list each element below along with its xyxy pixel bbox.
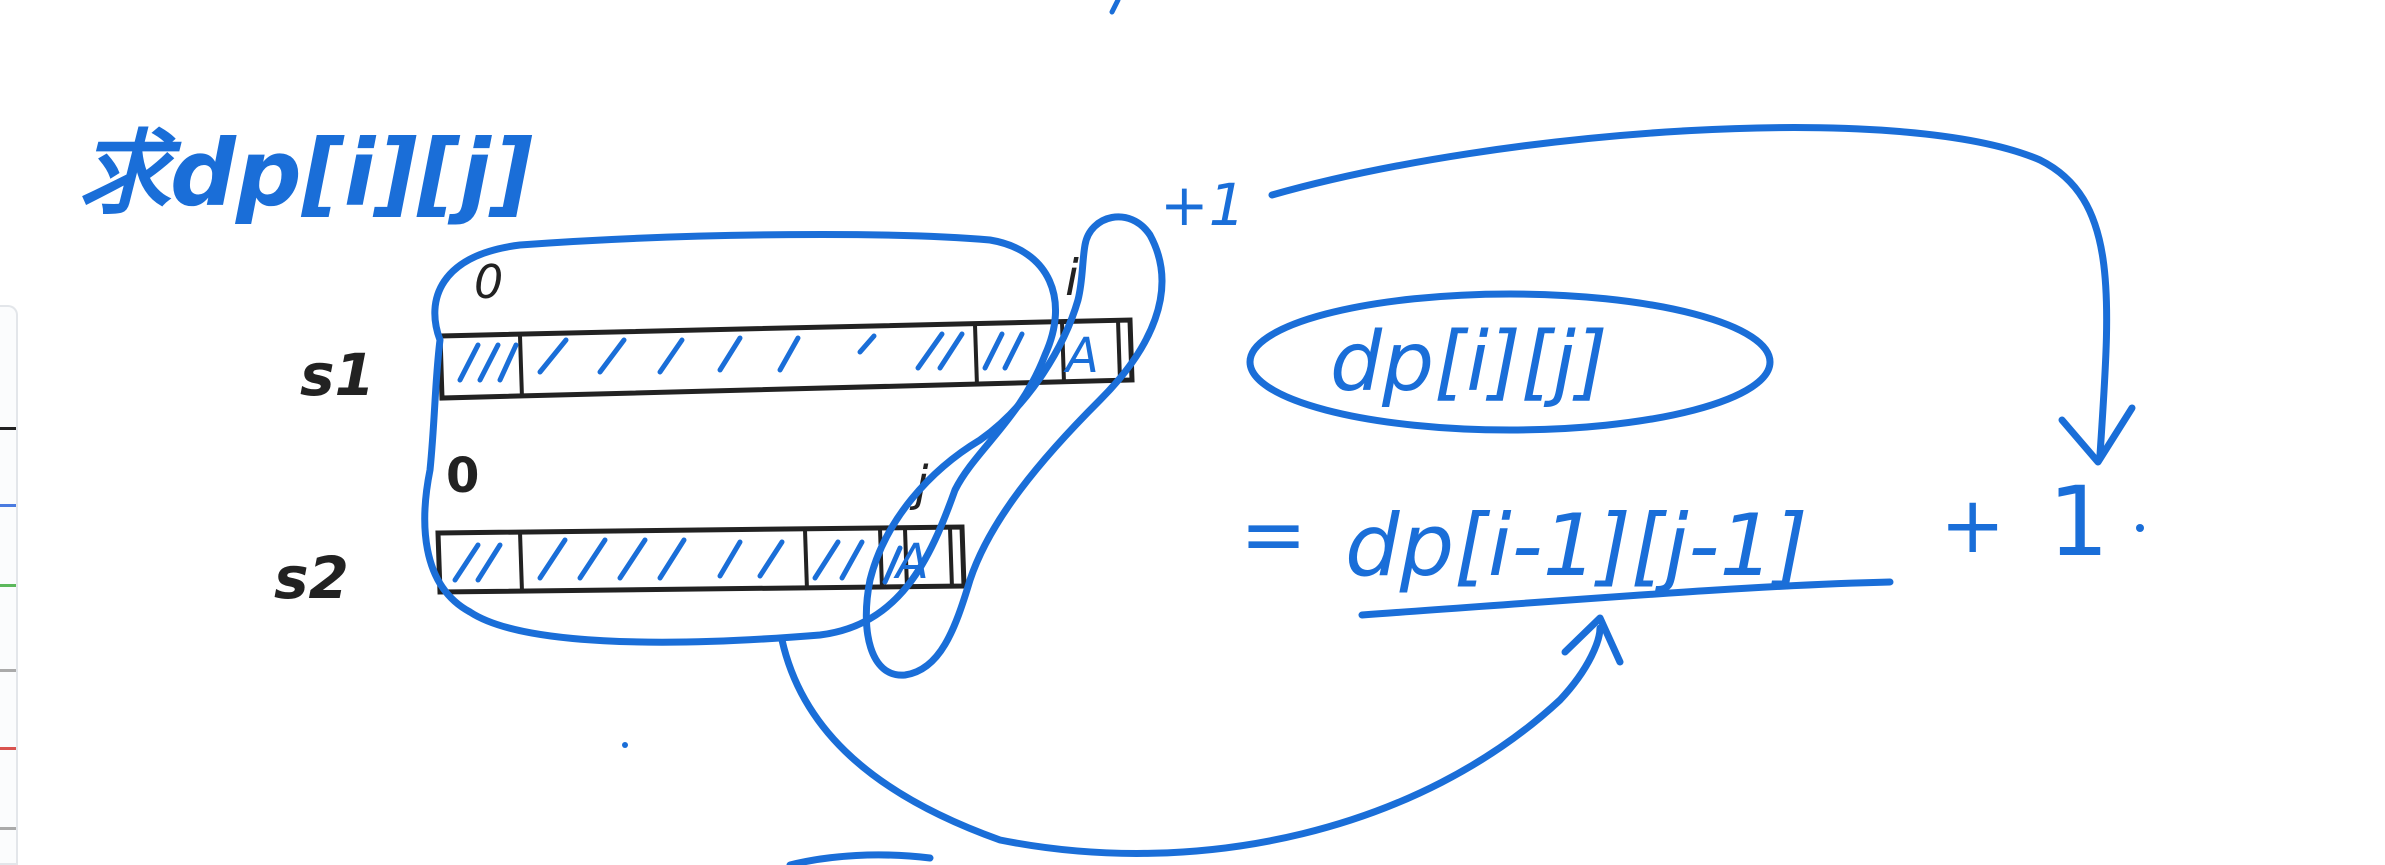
plus-one-label: +1 [1160,171,1246,239]
side-line-4 [0,669,16,672]
equation-term: dp[i-1][j-1] [1345,496,1808,596]
equals-sign: = [1240,488,1307,581]
prefix-enclosure-loop [421,231,1060,646]
s1-array [437,317,1135,401]
boxed-expr-ellipse [1246,290,1774,434]
stray-dot [622,742,628,748]
side-line-6 [0,827,16,830]
prefix-to-term-arrowhead [1561,614,1624,666]
s1-end-index: i [1065,249,1079,307]
equation-one: 1 [2048,466,2109,578]
side-panel [0,305,18,865]
bottom-edge-stroke [786,851,934,865]
prefix-to-term-arrow [778,624,1604,857]
last-chars-enclosure-loop [862,213,1166,679]
plus-one-arrow [1268,124,2111,459]
s2-start-index: 0 [446,448,479,504]
s1-last-char: A [1063,328,1099,384]
plus-one-arrowhead [2058,404,2136,466]
s2-array [435,524,967,595]
equation-plus: + [1940,481,2005,571]
side-line-5 [0,747,16,750]
s1-start-index: 0 [474,255,503,309]
side-line-3 [0,584,16,587]
equation-term-underline [1358,578,1894,619]
equation-period [2136,524,2144,532]
side-line-2 [0,504,16,507]
boxed-expr-text: dp[i][j] [1330,315,1608,410]
s2-label: s2 [274,544,349,612]
side-line-1 [0,427,16,430]
s1-label: s1 [300,341,375,409]
heading-text: 求dp[i][j] [78,120,533,227]
